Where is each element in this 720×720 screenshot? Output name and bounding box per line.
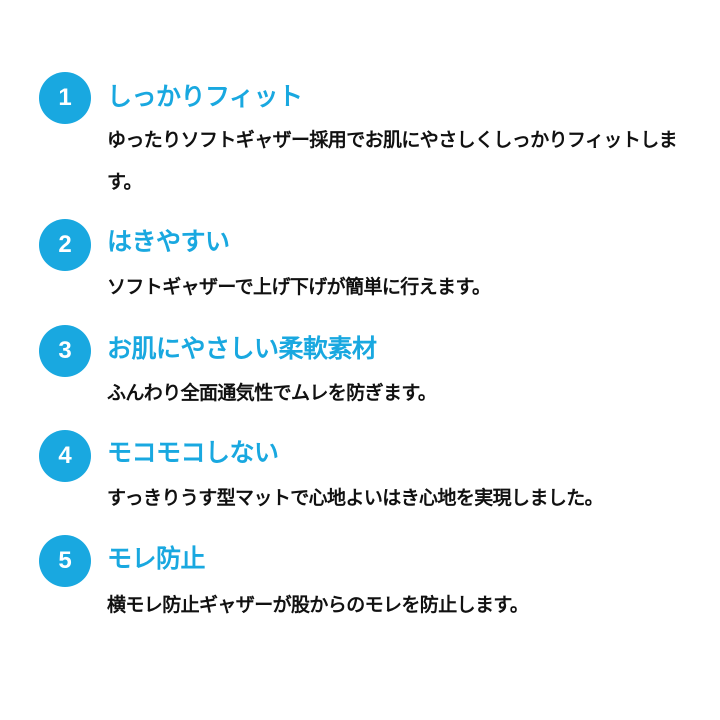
number-badge: 1	[39, 72, 91, 124]
feature-description: ゆったりソフトギャザー採用でお肌にやさしくしっかりフィットします。	[107, 129, 678, 193]
number-badge: 2	[39, 219, 91, 271]
feature-title: お肌にやさしい柔軟素材	[107, 334, 377, 363]
feature-description: すっきりうす型マットで心地よいはき心地を実現しました。	[107, 487, 604, 509]
feature-description: ソフトギャザーで上げ下げが簡単に行えます。	[107, 276, 491, 298]
number-badge: 5	[39, 535, 91, 587]
number-badge: 3	[39, 325, 91, 377]
feature-description: ふんわり全面通気性でムレを防ぎます。	[107, 382, 437, 404]
feature-title: モコモコしない	[107, 438, 279, 467]
feature-description: 横モレ防止ギャザーが股からのモレを防止します。	[107, 594, 529, 616]
number-badge: 4	[39, 430, 91, 482]
feature-title: モレ防止	[107, 544, 206, 573]
feature-title: はきやすい	[107, 227, 230, 256]
feature-title: しっかりフィット	[107, 82, 303, 111]
